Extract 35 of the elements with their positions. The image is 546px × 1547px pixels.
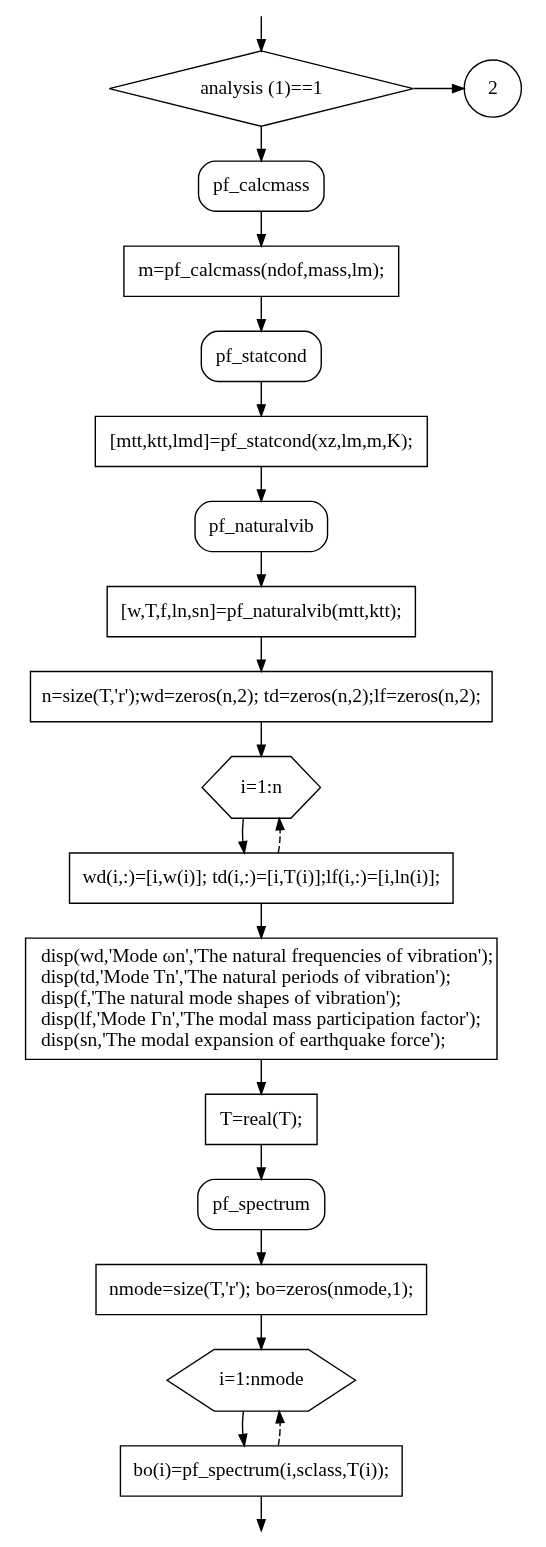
node-box: m=pf_calcmass(ndof,mass,lm); xyxy=(122,245,399,298)
node-box: wd(i,:)=[i,w(i)]; td(i,:)=[i,T(i)];lf(i,:)=[i,ln(i)]; xyxy=(68,852,454,904)
arrow xyxy=(255,465,266,504)
node-box: bo(i)=pf_spectrum(i,sclass,T(i)); xyxy=(119,1445,403,1497)
arrow xyxy=(255,210,266,248)
arrow xyxy=(255,1495,266,1533)
node-box: pf_statcond xyxy=(200,330,322,383)
arrow xyxy=(274,816,285,854)
node-box: T=real(T); xyxy=(204,1093,318,1146)
arrow xyxy=(255,15,266,53)
node-box: pf_naturalvib xyxy=(193,500,328,553)
arrow xyxy=(255,1314,266,1352)
node-box: nmode=size(T,'r'); bo=zeros(nmode,1); xyxy=(94,1263,427,1316)
node-box: disp(wd,'Mode ωn','The natural frequencies of vibration'); disp(td,'Mode Tn','The natural periods of vibration'); disp(f,'The natural mode shapes of vibration'); disp(lf,'Mode Γn','The modal mass participation factor'); disp(sn,'The modal expansion of earthquake force'); xyxy=(24,937,498,1061)
node-box: pf_spectrum xyxy=(196,1178,325,1231)
arrow xyxy=(255,1059,266,1096)
arrow xyxy=(255,380,266,419)
node-box: pf_calcmass xyxy=(197,160,325,212)
arrow xyxy=(255,125,266,163)
node-box: [mtt,ktt,lmd]=pf_statcond(xz,lm,m,K); xyxy=(94,415,428,468)
arrow xyxy=(255,636,266,674)
arrow xyxy=(412,83,466,94)
arrow xyxy=(255,1143,266,1182)
arrow xyxy=(255,295,266,334)
arrow xyxy=(237,817,248,855)
arrow xyxy=(255,551,266,589)
arrow xyxy=(237,1410,248,1448)
arrow xyxy=(255,1228,266,1267)
node-box: n=size(T,'r');wd=zeros(n,2); td=zeros(n,2);lf=zeros(n,2); xyxy=(29,670,493,723)
node-diamond: analysis (1)==1 xyxy=(108,50,414,127)
arrow xyxy=(255,902,266,941)
node-box: [w,T,f,ln,sn]=pf_naturalvib(mtt,ktt); xyxy=(105,585,416,638)
arrow xyxy=(255,721,266,759)
node-circle: 2 xyxy=(463,59,522,118)
arrow xyxy=(274,1409,285,1447)
